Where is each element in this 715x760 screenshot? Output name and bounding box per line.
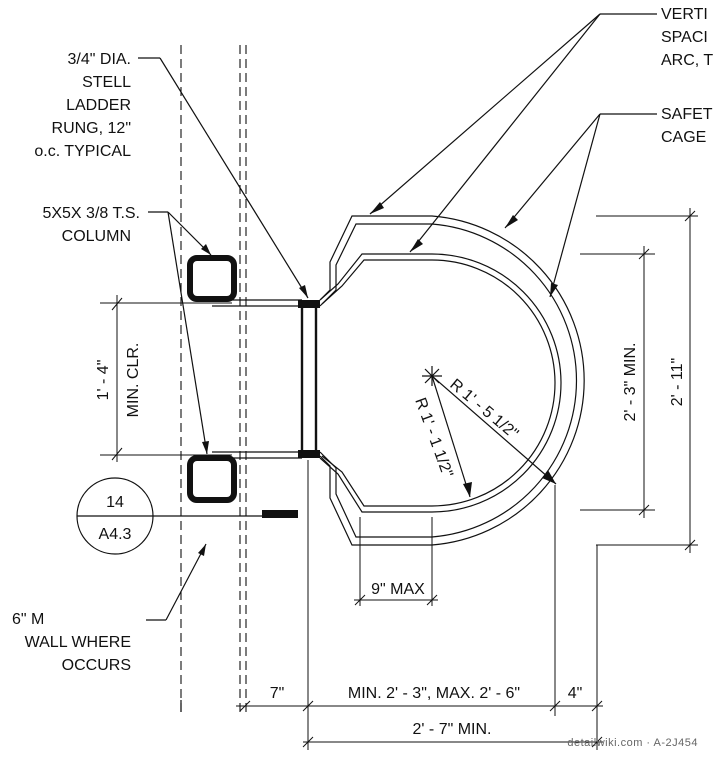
dim-rung-to-cage-label: MIN. 2' - 3", MAX. 2' - 6" [348,685,520,702]
column-top [187,255,237,302]
wall-lines [180,45,247,712]
dim-cage-inner [580,246,655,518]
dim-bottom-chain [236,460,603,750]
dim-overall-label: 2' - 7" MIN. [413,721,492,738]
note-rung-line-2: STELL [82,74,131,91]
note-column-line-2: COLUMN [62,228,131,245]
safety-cage-outer [319,215,585,546]
radius-inner-line [431,375,471,498]
watermark: detailwiki.com · A-2J454 [567,737,698,749]
note-vertical-bars-line-2: SPACI [661,29,708,46]
note-column-line-1: 5X5X 3/8 T.S. [42,205,140,222]
dim-clear-width [100,295,232,462]
note-rung-line-4: RUNG, 12" [52,120,131,137]
note-rung-line-1: 3/4" DIA. [68,51,131,68]
ladder-rung [298,300,320,458]
section-marker: 14 A4.3 [76,477,298,555]
dim-cage-outer [596,208,698,553]
note-safety-cage-line-1: SAFET [661,106,713,123]
note-rung-line-5: o.c. TYPICAL [34,143,131,160]
note-ladder-rung: 3/4" DIA. STELL LADDER RUNG, 12" o.c. TY… [34,51,131,160]
dim-offset-label: 7" [270,685,285,702]
radius-outer-line [431,375,557,485]
note-vertical-bars-line-1: VERTI [661,6,708,23]
dim-gap [354,517,438,606]
note-rung-line-3: LADDER [66,97,131,114]
safety-cage-inner-edge [321,259,556,507]
note-safety-cage: SAFET CAGE [661,106,713,146]
note-safety-cage-line-2: CAGE [661,129,706,146]
note-column: 5X5X 3/8 T.S. COLUMN [42,205,140,245]
section-marker-number: 14 [106,494,124,511]
column-bottom [187,455,237,503]
note-vertical-bars: VERTI SPACI ARC, T [661,6,713,69]
note-wall-line-2: WALL WHERE [25,634,131,651]
radius-outer-label: R 1' - 5 1/2" [446,376,521,443]
note-wall: 6" M WALL WHERE OCCURS [12,608,145,674]
safety-cage-inner [319,253,562,513]
radius-inner-label: R 1' - 1 1/2" [411,396,456,480]
note-wall-line-3: OCCURS [62,657,131,674]
leader-lines [138,13,657,621]
dim-gap-label: 9" MAX [371,581,425,598]
dim-cage-thickness-label: 4" [568,685,583,702]
dim-cage-outer-label: 2' - 11" [669,358,686,406]
safety-cage-outer-inner-edge [319,223,577,538]
note-wall-line-1: 6" M [12,611,44,628]
section-marker-sheet: A4.3 [99,526,132,543]
dim-clear-note-label: MIN. CLR. [125,343,142,418]
dim-cage-inner-label: 2' - 3" MIN. [622,343,639,422]
dim-clear-width-label: 1' - 4" [95,360,112,401]
note-vertical-bars-line-3: ARC, T [661,52,713,69]
ladder-side-rails [212,299,302,459]
